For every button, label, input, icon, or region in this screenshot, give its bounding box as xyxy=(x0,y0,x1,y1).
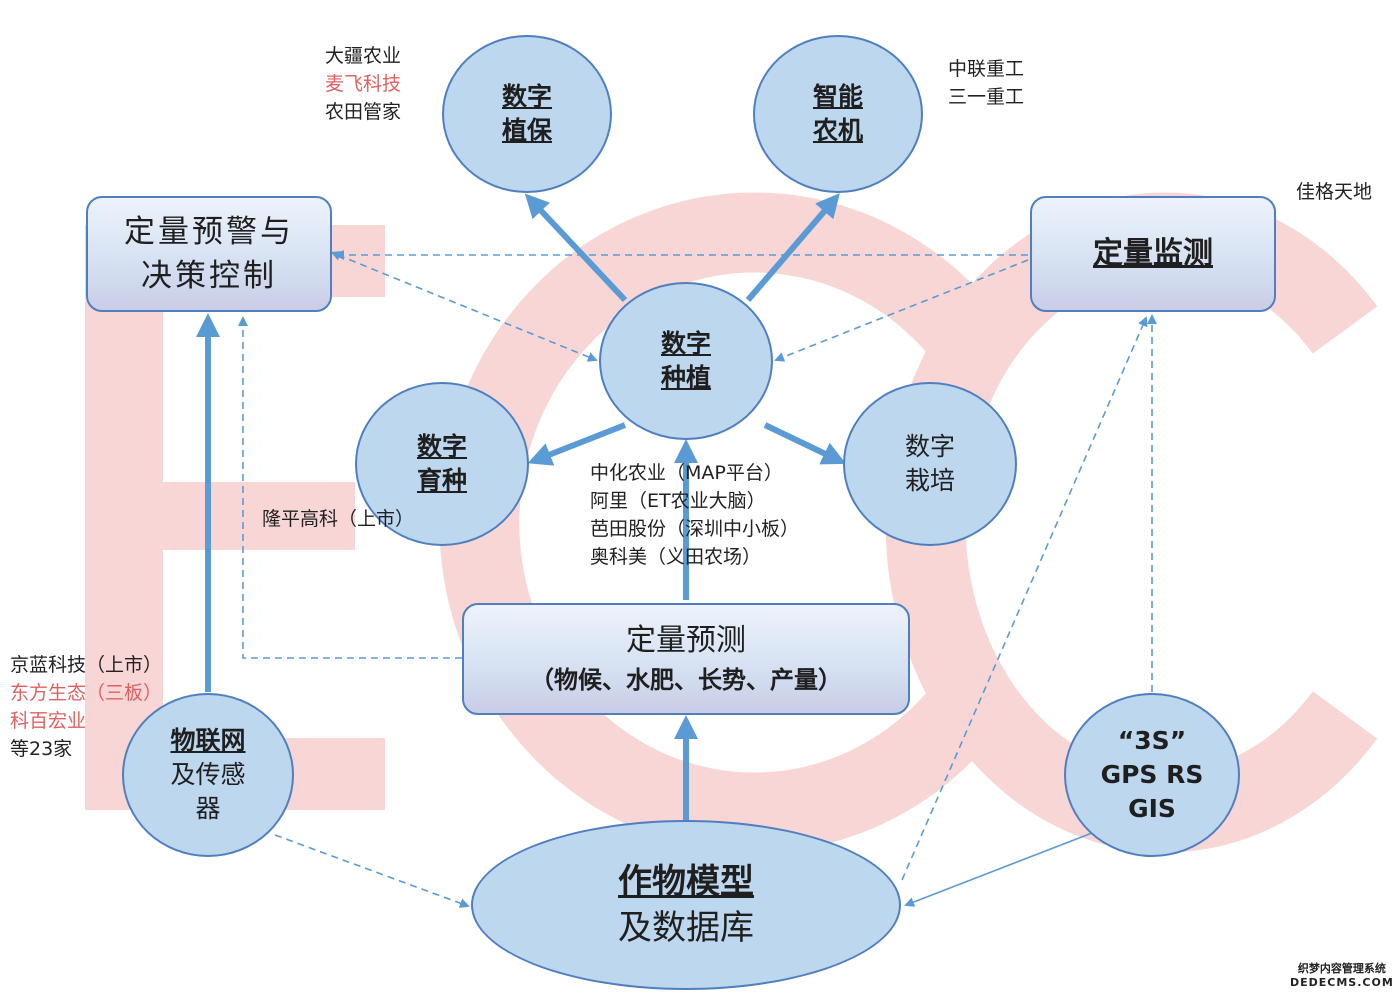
node-digital-plant-protection: 数字 植保 xyxy=(442,35,612,193)
machinery-companies: 中联重工 三一重工 xyxy=(948,55,1024,111)
node-label: GPS RS xyxy=(1100,760,1204,789)
company-label: 京蓝科技（上市） xyxy=(10,654,163,676)
node-label: 数字 xyxy=(416,432,467,461)
company-label: 大疆农业 xyxy=(325,45,402,67)
company-label: 中化农业（MAP平台） xyxy=(590,462,783,484)
node-digital-planting: 数字 种植 xyxy=(599,282,773,440)
company-label: 麦飞科技 xyxy=(325,73,402,95)
watermark-e-middle xyxy=(85,482,355,550)
node-label: 定量预警与 xyxy=(124,214,294,250)
breeding-company: 隆平高科（上市） xyxy=(262,508,415,530)
node-label: 植保 xyxy=(501,116,552,145)
node-label: 育种 xyxy=(416,466,467,495)
iot-companies: 京蓝科技（上市） 东方生态（三板） 科百宏业 等23家 xyxy=(10,651,162,763)
arrow-planting-to-breeding xyxy=(527,422,627,466)
node-label: 数字 xyxy=(660,329,711,358)
dashed-warning-planting xyxy=(330,251,598,362)
company-label: 芭田股份（深圳中小板） xyxy=(590,518,800,540)
node-iot-sensors: 物联网 及传感 器 xyxy=(122,693,294,857)
node-label: 器 xyxy=(195,794,221,823)
arrow-planting-to-cultivation xyxy=(763,422,847,465)
node-label: 定量监测 xyxy=(1093,236,1213,271)
watermark-line: DEDECMS.COM xyxy=(1290,976,1394,989)
company-label: 中联重工 xyxy=(948,58,1025,80)
company-label: 科百宏业 xyxy=(10,710,87,732)
arrow-planting-to-protection xyxy=(524,193,628,303)
company-label: 奥科美（义田农场） xyxy=(590,546,762,568)
node-digital-breeding: 数字 育种 xyxy=(355,382,529,546)
dedecms-watermark: 织梦内容管理系统 DEDECMS.COM xyxy=(1290,962,1394,990)
node-crop-model: 作物模型 及数据库 xyxy=(471,820,901,990)
node-label: 物联网 xyxy=(170,726,246,755)
arrow-planting-to-machinery xyxy=(745,193,840,302)
node-label: “3S” xyxy=(1117,726,1187,755)
node-label: 数字 xyxy=(501,82,552,111)
node-label: 作物模型 xyxy=(618,862,754,902)
company-label: 东方生态（三板） xyxy=(10,682,163,704)
node-smart-machinery: 智能 农机 xyxy=(753,35,923,193)
node-quant-monitoring: 定量监测 xyxy=(1030,196,1276,312)
node-label: （物候、水肥、长势、产量） xyxy=(530,666,842,694)
node-label: 决策控制 xyxy=(141,258,277,294)
node-warning-control: 定量预警与 决策控制 xyxy=(86,196,332,312)
arrow-3s-to-model xyxy=(904,832,1093,907)
dashed-forecast-to-warning xyxy=(238,316,462,659)
company-label: 农田管家 xyxy=(325,101,402,123)
company-label: 三一重工 xyxy=(948,86,1025,108)
watermark-line: 织梦内容管理系统 xyxy=(1297,962,1386,975)
node-label: 定量预测 xyxy=(626,623,746,658)
node-digital-cultivation: 数字 栽培 xyxy=(843,382,1017,546)
dashed-monitoring-to-planting xyxy=(774,259,1029,362)
dashed-iot-to-model xyxy=(274,834,470,908)
node-label: 数字 xyxy=(904,432,955,461)
planting-companies: 中化农业（MAP平台） 阿里（ET农业大脑） 芭田股份（深圳中小板） 奥科美（义… xyxy=(590,459,799,571)
dashed-model-to-monitoring xyxy=(901,316,1148,881)
node-label: 农机 xyxy=(812,116,863,145)
node-label: 种植 xyxy=(660,363,711,392)
plant-protection-companies: 大疆农业 麦飞科技 农田管家 xyxy=(325,42,401,126)
node-quant-forecast: 定量预测 （物候、水肥、长势、产量） xyxy=(462,603,910,715)
node-label: 及数据库 xyxy=(618,908,754,948)
node-label: 及传感 xyxy=(170,760,246,789)
company-label: 等23家 xyxy=(10,738,73,760)
node-label: GIS xyxy=(1128,794,1176,823)
node-label: 智能 xyxy=(812,82,863,111)
node-3s: “3S” GPS RS GIS xyxy=(1064,693,1240,857)
monitoring-company: 佳格天地 xyxy=(1296,181,1373,203)
company-label: 阿里（ET农业大脑） xyxy=(590,490,766,512)
node-label: 栽培 xyxy=(904,466,955,495)
